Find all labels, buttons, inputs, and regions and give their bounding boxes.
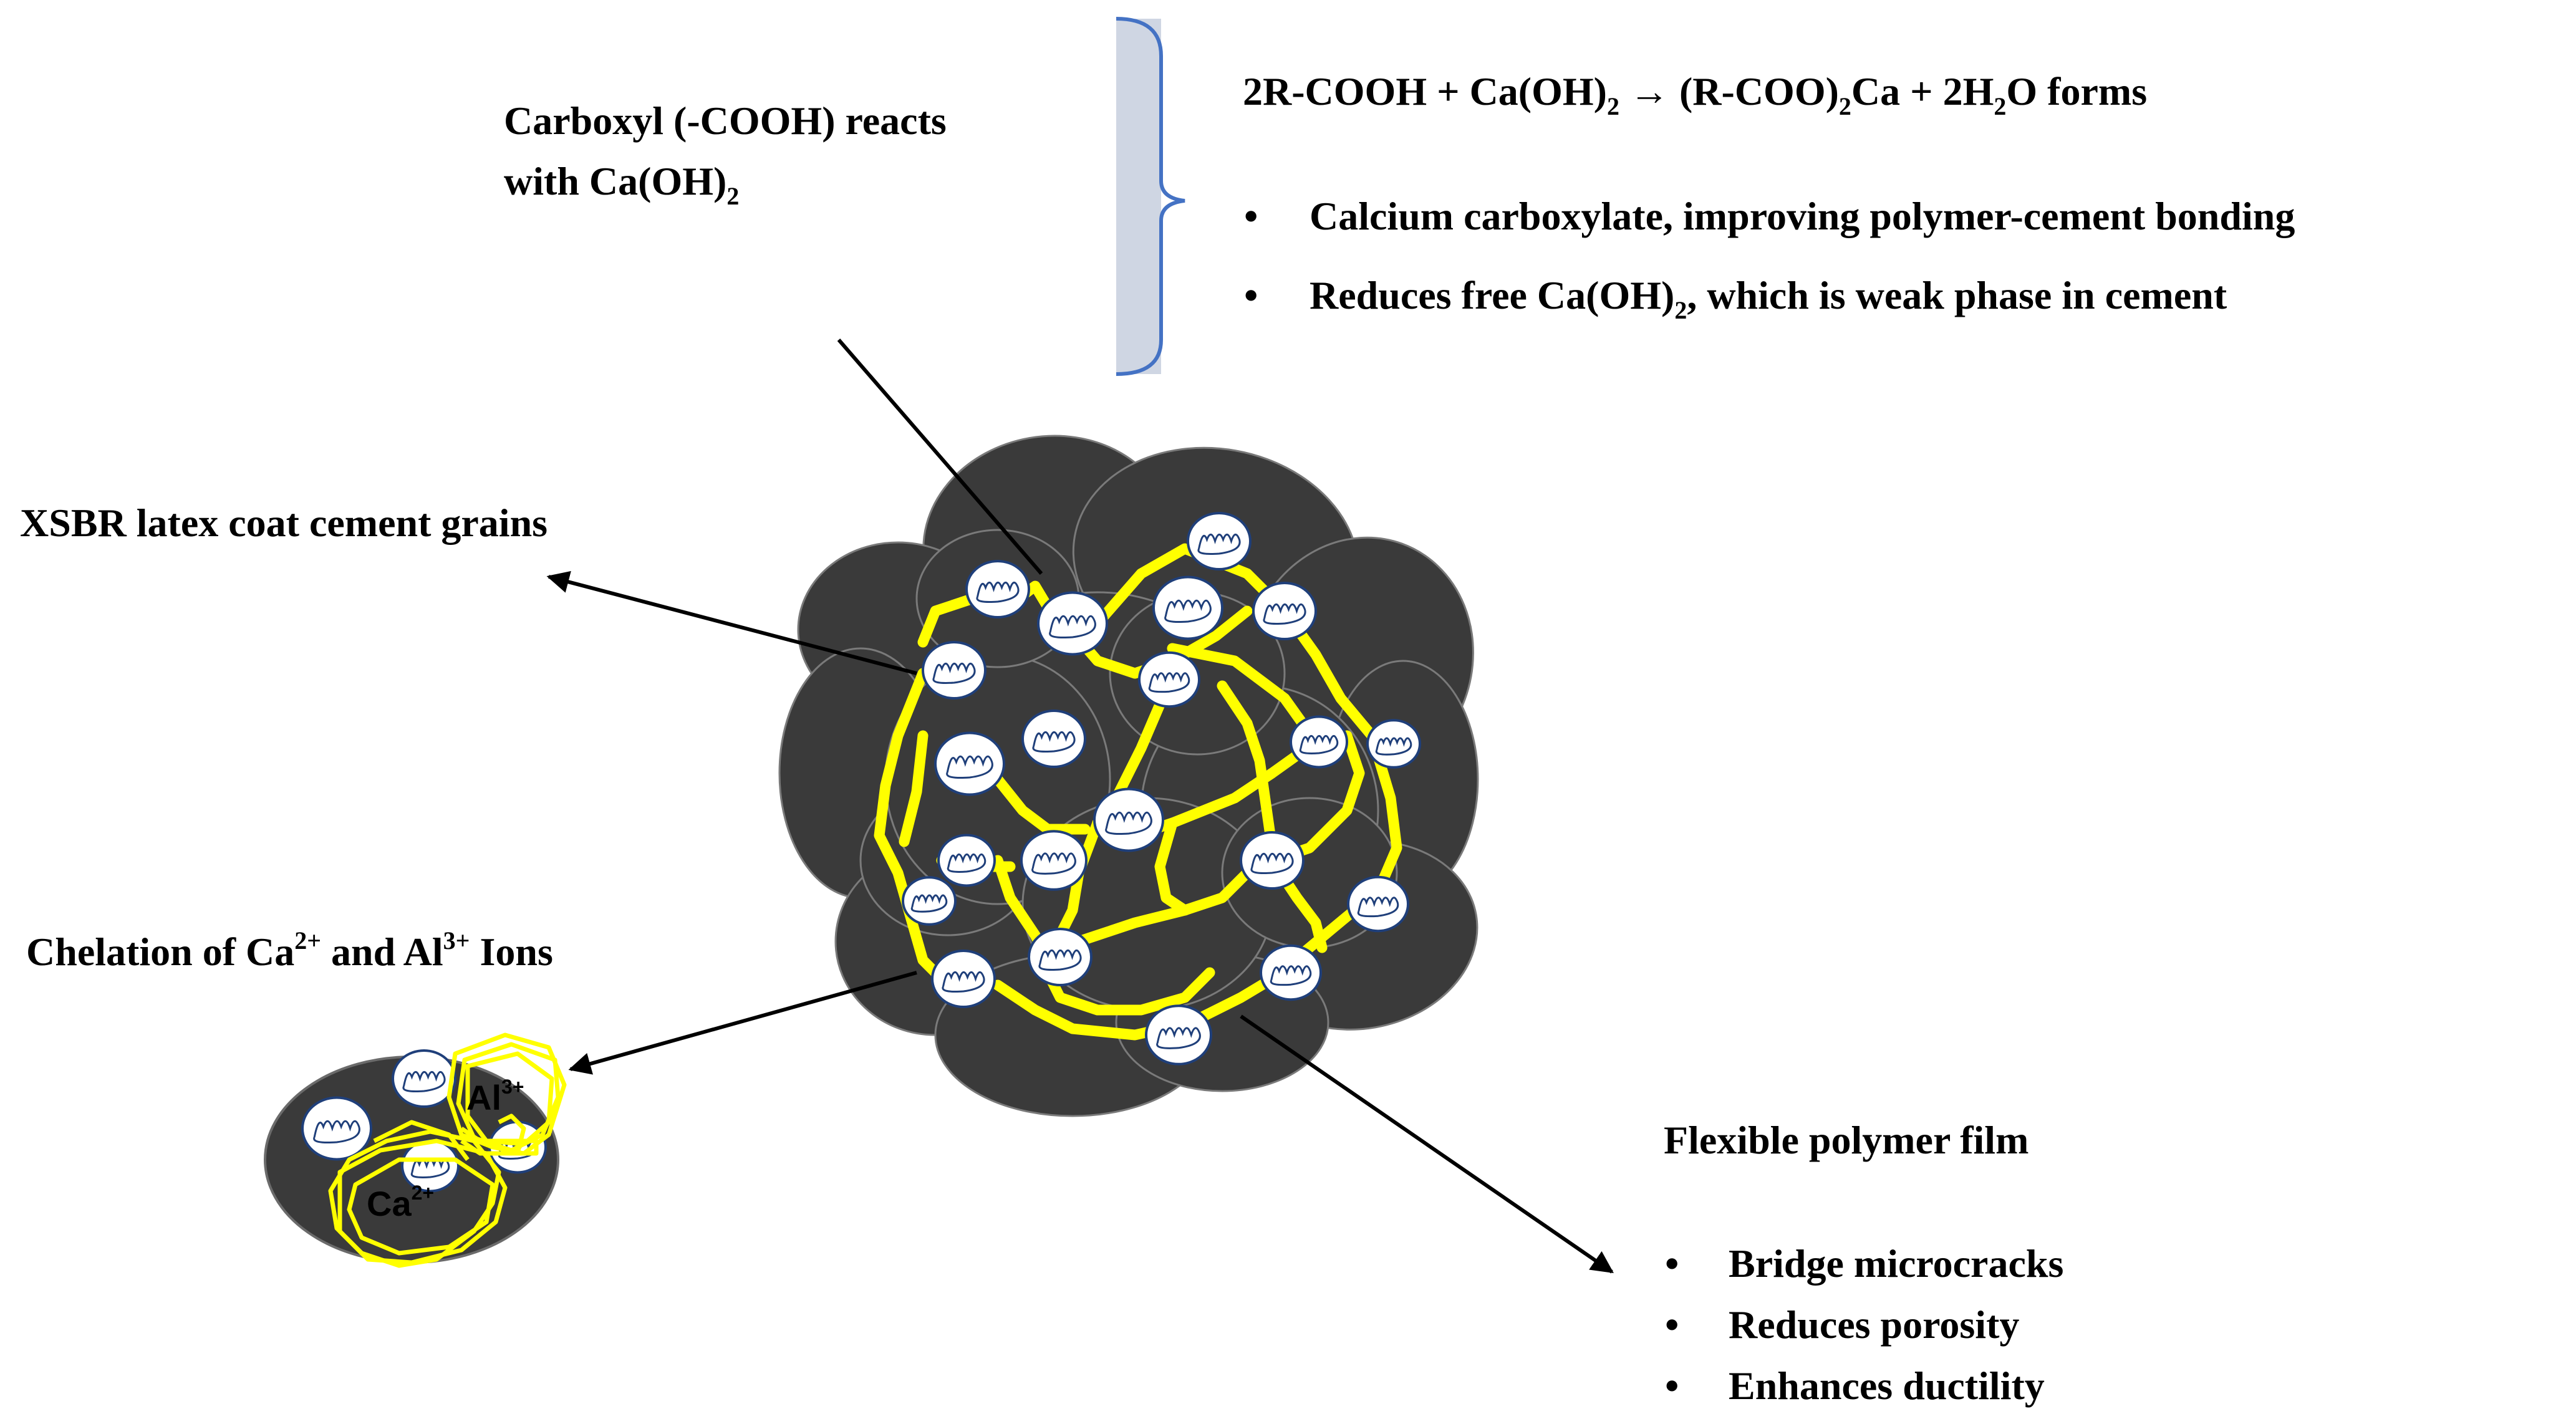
latex-particle <box>931 950 996 1008</box>
bonding-bullet-2-marker: • <box>1244 273 1258 317</box>
latex-particle <box>392 1049 456 1108</box>
latex-particle <box>1152 575 1223 640</box>
film-bullet-1-marker: • <box>1665 1241 1679 1286</box>
bracket-brace <box>1116 17 1185 376</box>
latex-particle <box>1093 787 1164 852</box>
latex-particle <box>965 560 1030 618</box>
polymer-film-strand <box>1042 967 1215 1016</box>
film-bullet-2: Reduces porosity <box>1729 1302 2019 1347</box>
latex-particle <box>1037 591 1108 656</box>
al-ion-label: Al3+ <box>466 1075 524 1117</box>
latex-particle <box>1290 715 1348 769</box>
chelation-film-loop <box>373 1120 470 1162</box>
chelation-film-loop <box>456 1042 561 1153</box>
reaction-equation: 2R-COOH + Ca(OH)2 → (R-COO)2Ca + 2H2O fo… <box>1243 69 2147 120</box>
latex-particle <box>902 876 957 926</box>
arrows <box>546 339 1614 1274</box>
carboxyl-label-line1: Carboxyl (-COOH) reacts <box>504 99 947 143</box>
latex-particle <box>937 834 996 887</box>
film-bullet-3-marker: • <box>1665 1364 1679 1408</box>
arrow-chelation <box>568 971 917 1075</box>
bonding-bullet-2: Reduces free Ca(OH)2, which is weak phas… <box>1310 273 2227 324</box>
bonding-bullet-1: Calcium carboxylate, improving polymer-c… <box>1310 194 2295 238</box>
film-bullet-1: Bridge microcracks <box>1729 1241 2063 1286</box>
carboxyl-label-line2: with Ca(OH)2 <box>504 159 739 210</box>
polymer-film-strand <box>899 730 929 847</box>
film-bullet-2-marker: • <box>1665 1302 1679 1347</box>
polymer-film-strand <box>1154 817 1190 916</box>
chelation-film-loop <box>465 1051 554 1147</box>
arrow-film <box>1240 1014 1614 1274</box>
latex-particles <box>902 512 1421 1066</box>
polymer-film-strand <box>1167 643 1321 748</box>
arrow-coat <box>546 570 917 675</box>
brace-outline <box>1116 17 1185 376</box>
chelation-inset: Al3+ Ca2+ <box>264 1032 567 1268</box>
latex-particle <box>1187 512 1252 570</box>
brace-fill <box>1116 19 1161 374</box>
chelation-film-loop <box>347 1157 495 1256</box>
latex-particle <box>1021 710 1086 768</box>
chelation-film-loop <box>498 1114 526 1154</box>
latex-particle <box>1252 582 1317 640</box>
film-label: Flexible polymer film <box>1664 1118 2028 1162</box>
film-bullet-3: Enhances ductility <box>1729 1364 2045 1408</box>
latex-particle <box>1028 928 1093 986</box>
ca-ion-label: Ca2+ <box>367 1181 434 1223</box>
latex-particle <box>1347 875 1409 933</box>
latex-particle <box>1260 944 1322 1001</box>
latex-particle <box>401 1139 460 1193</box>
chelation-film-loop <box>460 1127 539 1156</box>
polymer-film-strand <box>1217 680 1278 854</box>
latex-particle <box>922 641 987 700</box>
latex-particle <box>934 731 1005 796</box>
bonding-bullet-1-marker: • <box>1244 194 1258 238</box>
chelation-film <box>328 1032 567 1268</box>
latex-particle <box>1020 830 1088 891</box>
latex-particle <box>301 1096 372 1161</box>
chelation-label: Chelation of Ca2+ and Al3+ Ions <box>26 926 553 974</box>
latex-particle <box>1138 651 1200 708</box>
coat-label: XSBR latex coat cement grains <box>20 501 548 545</box>
latex-particle <box>1366 719 1421 769</box>
latex-particle <box>1240 831 1305 890</box>
arrow-carboxyl <box>837 339 1043 575</box>
chelation-film-loop <box>337 1138 508 1265</box>
latex-particle <box>1145 1004 1212 1066</box>
